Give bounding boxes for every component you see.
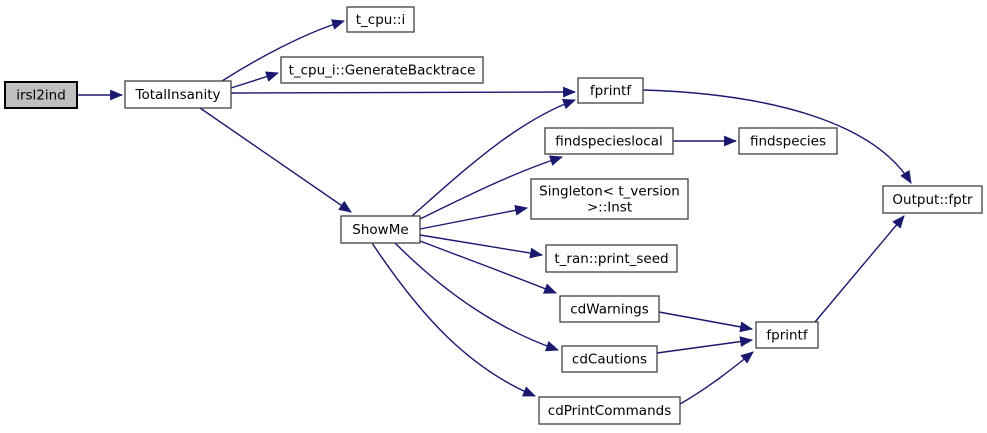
node-box-cdCautions[interactable] bbox=[561, 345, 658, 373]
node-cdPrintCommands[interactable]: cdPrintCommands bbox=[538, 396, 681, 425]
node-label-output_fptr: Output::fptr bbox=[892, 192, 973, 208]
node-TotalInsanity[interactable]: TotalInsanity bbox=[124, 80, 232, 109]
edge-ShowMe-to-singleton_inst bbox=[419, 204, 529, 230]
node-box-t_cpu_i[interactable] bbox=[346, 6, 415, 33]
node-box-fprintf_top[interactable] bbox=[577, 77, 644, 104]
node-cdCautions[interactable]: cdCautions bbox=[561, 345, 658, 373]
node-box-irsl2ind bbox=[4, 81, 78, 109]
edge-cdPrintCommands-to-fprintf_bottom bbox=[679, 351, 754, 405]
node-label-ShowMe: ShowMe bbox=[352, 222, 408, 238]
node-label-GenerateBacktrace: t_cpu_i::GenerateBacktrace bbox=[289, 63, 476, 79]
edge-ShowMe-to-fprintf_top bbox=[411, 99, 577, 217]
node-cdWarnings[interactable]: cdWarnings bbox=[559, 295, 660, 323]
edge-ShowMe-to-print_seed bbox=[419, 234, 544, 259]
node-label-cdCautions: cdCautions bbox=[572, 352, 647, 368]
node-box-cdPrintCommands[interactable] bbox=[538, 396, 681, 425]
edge-TotalInsanity-to-GenerateBacktrace bbox=[230, 71, 280, 89]
node-fprintf_bottom[interactable]: fprintf bbox=[755, 321, 819, 349]
edge-TotalInsanity-to-fprintf_top bbox=[230, 86, 577, 98]
node-label-singleton_inst: Singleton< t_version>::Inst bbox=[539, 184, 680, 216]
node-label-findspecies: findspecies bbox=[750, 134, 826, 150]
node-box-TotalInsanity[interactable] bbox=[124, 80, 232, 109]
node-box-findspecies[interactable] bbox=[738, 127, 838, 155]
edge-cdWarnings-to-fprintf_bottom bbox=[658, 311, 754, 333]
edge-TotalInsanity-to-t_cpu_i bbox=[221, 19, 346, 82]
node-box-output_fptr[interactable] bbox=[882, 185, 983, 214]
node-GenerateBacktrace[interactable]: t_cpu_i::GenerateBacktrace bbox=[280, 56, 484, 84]
node-label-t_cpu_i: t_cpu::i bbox=[356, 12, 405, 28]
node-label-irsl2ind: irsl2ind bbox=[16, 88, 66, 104]
edge-ShowMe-to-cdWarnings bbox=[419, 240, 558, 294]
edge-TotalInsanity-to-ShowMe bbox=[199, 107, 352, 213]
node-t_cpu_i[interactable]: t_cpu::i bbox=[346, 6, 415, 33]
node-box-findspecieslocal[interactable] bbox=[544, 127, 674, 155]
node-singleton_inst[interactable]: Singleton< t_version>::Inst bbox=[530, 178, 689, 220]
edge-cdCautions-to-fprintf_bottom bbox=[656, 336, 754, 354]
node-output_fptr[interactable]: Output::fptr bbox=[882, 185, 983, 214]
node-box-print_seed[interactable] bbox=[545, 244, 678, 273]
node-label-cdWarnings: cdWarnings bbox=[570, 302, 649, 318]
node-label-findspecieslocal: findspecieslocal bbox=[555, 134, 663, 150]
node-box-cdWarnings[interactable] bbox=[559, 295, 660, 323]
node-findspecies[interactable]: findspecies bbox=[738, 127, 838, 155]
edge-ShowMe-to-cdCautions bbox=[394, 242, 560, 352]
node-ShowMe[interactable]: ShowMe bbox=[340, 215, 421, 244]
edge-ShowMe-to-cdPrintCommands bbox=[371, 242, 536, 397]
node-label-fprintf_bottom: fprintf bbox=[766, 328, 808, 344]
node-label-print_seed: t_ran::print_seed bbox=[554, 251, 668, 267]
node-box-fprintf_bottom[interactable] bbox=[755, 321, 819, 349]
node-findspecieslocal[interactable]: findspecieslocal bbox=[544, 127, 674, 155]
edge-ShowMe-to-findspecieslocal bbox=[419, 155, 564, 220]
edge-fprintf_top-to-output_fptr bbox=[642, 89, 912, 184]
node-box-GenerateBacktrace[interactable] bbox=[280, 56, 484, 84]
node-fprintf_top[interactable]: fprintf bbox=[577, 77, 644, 104]
node-box-singleton_inst[interactable] bbox=[530, 178, 689, 220]
node-label-TotalInsanity: TotalInsanity bbox=[135, 87, 221, 103]
node-print_seed[interactable]: t_ran::print_seed bbox=[545, 244, 678, 273]
node-label-fprintf_top: fprintf bbox=[590, 83, 632, 99]
node-irsl2ind: irsl2ind bbox=[4, 81, 78, 109]
edge-fprintf_bottom-to-output_fptr bbox=[814, 215, 905, 323]
node-box-ShowMe[interactable] bbox=[340, 215, 421, 244]
node-label-cdPrintCommands: cdPrintCommands bbox=[548, 403, 671, 419]
